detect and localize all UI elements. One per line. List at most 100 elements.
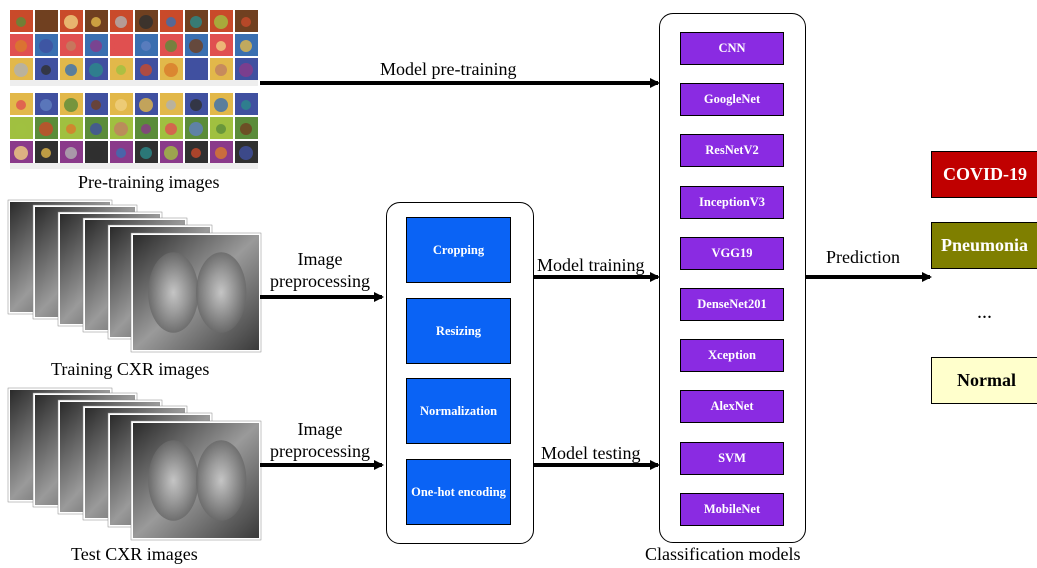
preprocessing-step-cropping: Cropping: [406, 217, 511, 283]
label-image-preprocessing-1-line1: Image: [297, 249, 343, 269]
pretraining-image-object: [216, 41, 226, 51]
model-googlenet: GoogleNet: [680, 83, 784, 117]
output-pneumonia-label: Pneumonia: [941, 235, 1029, 255]
pretraining-image-object: [241, 17, 251, 27]
label-model-training: Model training: [537, 255, 645, 275]
pretraining-image-object: [164, 63, 178, 77]
cxr-lung: [148, 440, 199, 521]
preprocessing-step-resizing: Resizing: [406, 298, 511, 364]
label-pretraining-images: Pre-training images: [78, 172, 220, 192]
pretraining-image-object: [14, 63, 28, 77]
model-svm: SVM: [680, 441, 784, 475]
output-covid-19: COVID-19: [931, 151, 1037, 198]
pretraining-image-object: [114, 39, 128, 53]
pretraining-image-object: [89, 63, 103, 77]
cxr-lung: [196, 252, 247, 333]
pretraining-caption-strip: [10, 80, 258, 86]
output-pneumonia: Pneumonia: [931, 222, 1037, 269]
label-image-preprocessing-2: Image preprocessing: [262, 418, 378, 462]
pretraining-image-object: [165, 123, 177, 135]
pretraining-image-object: [164, 146, 178, 160]
pretraining-image-object: [139, 15, 153, 29]
pretraining-image-object: [40, 16, 52, 28]
pretraining-image-object: [214, 15, 228, 29]
pretraining-image-object: [165, 40, 177, 52]
pretraining-image-object: [240, 123, 252, 135]
training-cxr-stack: [7, 199, 262, 353]
model-resnetv2: ResNetV2: [680, 134, 784, 168]
cxr-lung: [148, 252, 199, 333]
pretraining-image-object: [89, 146, 103, 160]
model-cnn: CNN: [680, 32, 784, 65]
pretraining-image-object: [116, 148, 126, 158]
model-xception: Xception: [680, 339, 784, 373]
pretraining-image-object: [64, 98, 78, 112]
pretraining-image-object: [239, 63, 253, 77]
preprocessing-step-one-hot-encoding: One-hot encoding: [406, 459, 511, 525]
pretraining-image-object: [116, 65, 126, 75]
pretraining-image-object: [90, 40, 102, 52]
model-mobilenet: MobileNet: [680, 492, 784, 526]
pretraining-image-object: [241, 100, 251, 110]
pretraining-image-object: [65, 64, 77, 76]
pretraining-image-object: [216, 124, 226, 134]
cxr-lung: [196, 440, 247, 521]
pretraining-image-object: [191, 65, 201, 75]
model-inceptionv3: InceptionV3: [680, 185, 784, 219]
pretraining-image-object: [90, 123, 102, 135]
pretraining-image-object: [64, 15, 78, 29]
label-model-pretraining: Model pre-training: [380, 59, 517, 79]
pretraining-image-object: [190, 99, 202, 111]
label-training-cxr: Training CXR images: [51, 359, 210, 379]
label-image-preprocessing-2-line1: Image: [297, 419, 343, 439]
pretraining-image-object: [41, 148, 51, 158]
pretraining-image-object: [114, 122, 128, 136]
pretraining-image-object: [66, 124, 76, 134]
pretraining-caption-strip: [10, 163, 258, 169]
pretraining-image-object: [166, 100, 176, 110]
pretraining-image-object: [66, 41, 76, 51]
pretraining-image-object: [65, 147, 77, 159]
pretraining-image-object: [40, 99, 52, 111]
pretraining-image-object: [91, 100, 101, 110]
label-prediction: Prediction: [826, 247, 900, 267]
test-cxr-stack: [7, 387, 262, 541]
pretraining-image-object: [214, 98, 228, 112]
pretraining-image-mosaic: [10, 10, 258, 169]
pretraining-image-object: [140, 64, 152, 76]
label-image-preprocessing-1: Image preprocessing: [262, 248, 378, 292]
pretraining-image-object: [14, 146, 28, 160]
label-image-preprocessing-2-line2: preprocessing: [270, 441, 370, 461]
label-test-cxr: Test CXR images: [71, 544, 198, 564]
label-classification-models: Classification models: [645, 544, 801, 564]
model-vgg19: VGG19: [680, 236, 784, 270]
pretraining-image-object: [239, 146, 253, 160]
pretraining-image-object: [15, 123, 27, 135]
pretraining-image-object: [190, 16, 202, 28]
pretraining-image-object: [91, 17, 101, 27]
pretraining-image-object: [215, 147, 227, 159]
label-model-testing: Model testing: [541, 443, 641, 463]
output-normal: Normal: [931, 357, 1037, 404]
pretraining-image-object: [189, 122, 203, 136]
pretraining-image-object: [140, 147, 152, 159]
pretraining-image-object: [141, 124, 151, 134]
label-image-preprocessing-1-line2: preprocessing: [270, 271, 370, 291]
output-ellipsis: ...: [977, 301, 992, 323]
pretraining-image-object: [41, 65, 51, 75]
pretraining-image-object: [15, 40, 27, 52]
pretraining-image-object: [141, 41, 151, 51]
preprocessing-step-normalization: Normalization: [406, 378, 511, 444]
pretraining-image-object: [115, 99, 127, 111]
pretraining-image-object: [189, 39, 203, 53]
pretraining-image-object: [39, 122, 53, 136]
pretraining-image-object: [39, 39, 53, 53]
pretraining-image-object: [139, 98, 153, 112]
pretraining-image-object: [240, 40, 252, 52]
model-alexnet: AlexNet: [680, 390, 784, 424]
pretraining-image-object: [16, 100, 26, 110]
output-normal-label: Normal: [957, 370, 1016, 390]
model-densenet201: DenseNet201: [680, 288, 784, 321]
pretraining-image-object: [115, 16, 127, 28]
